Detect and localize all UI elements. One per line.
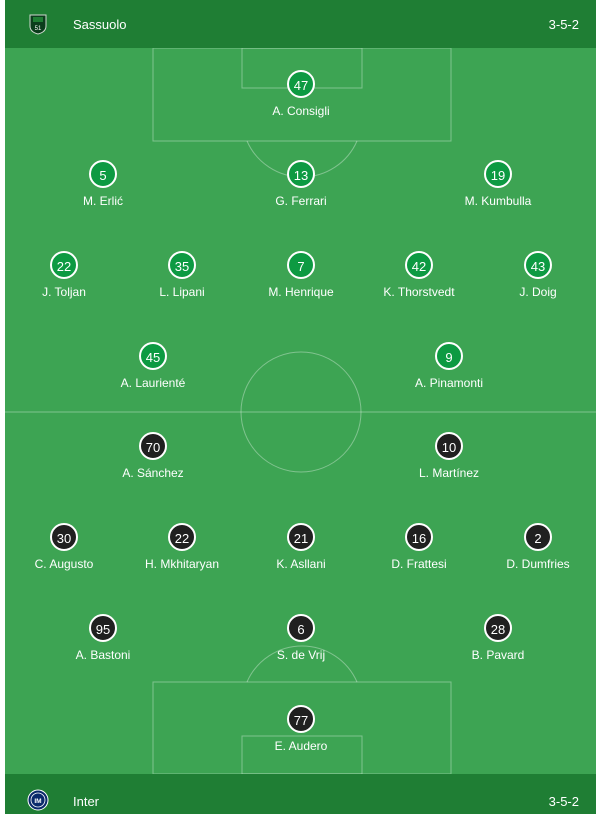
player-name: J. Toljan (42, 285, 86, 299)
player-number: 5 (89, 160, 117, 188)
home-player-midfielder[interactable]: 22 J. Toljan (4, 251, 124, 299)
player-number: 16 (405, 523, 433, 551)
home-player-forward[interactable]: 45 A. Laurienté (93, 342, 213, 390)
inter-crest-icon: IM (27, 789, 49, 811)
player-name: B. Pavard (471, 648, 525, 662)
away-player-forward[interactable]: 10 L. Martínez (389, 432, 509, 480)
home-player-midfielder[interactable]: 7 M. Henrique (241, 251, 361, 299)
svg-text:51: 51 (35, 26, 42, 32)
player-number: 70 (139, 432, 167, 460)
away-player-midfielder[interactable]: 2 D. Dumfries (478, 523, 598, 571)
player-name: A. Bastoni (75, 648, 131, 662)
home-player-defender[interactable]: 5 M. Erlić (43, 160, 163, 208)
player-name: M. Kumbulla (464, 194, 532, 208)
player-number: 6 (287, 614, 315, 642)
away-player-midfielder[interactable]: 22 H. Mkhitaryan (122, 523, 242, 571)
player-name: C. Augusto (34, 557, 94, 571)
home-team-header[interactable]: 51 Sassuolo 3-5-2 (5, 0, 596, 48)
away-player-midfielder[interactable]: 21 K. Asllani (241, 523, 361, 571)
home-formation: 3-5-2 (548, 17, 579, 32)
player-number: 77 (287, 705, 315, 733)
home-player-forward[interactable]: 9 A. Pinamonti (389, 342, 509, 390)
player-number: 30 (50, 523, 78, 551)
player-number: 47 (287, 70, 315, 98)
player-name: K. Asllani (276, 557, 326, 571)
away-team-name: Inter (73, 794, 100, 809)
home-player-defender[interactable]: 19 M. Kumbulla (438, 160, 558, 208)
player-name: J. Doig (519, 285, 557, 299)
player-name: A. Sánchez (122, 466, 184, 480)
player-name: E. Audero (274, 739, 328, 753)
away-formation: 3-5-2 (548, 794, 579, 809)
away-team-header[interactable]: IM Inter 3-5-2 (5, 774, 596, 814)
player-name: D. Dumfries (506, 557, 570, 571)
player-name: M. Henrique (268, 285, 334, 299)
player-number: 10 (435, 432, 463, 460)
player-name: L. Lipani (159, 285, 205, 299)
player-number: 9 (435, 342, 463, 370)
player-name: G. Ferrari (275, 194, 327, 208)
home-team-name: Sassuolo (73, 17, 127, 32)
player-number: 7 (287, 251, 315, 279)
away-player-midfielder[interactable]: 30 C. Augusto (4, 523, 124, 571)
player-name: M. Erlić (83, 194, 123, 208)
pitch-markings (5, 48, 596, 774)
sassuolo-crest-icon: 51 (29, 14, 47, 35)
away-player-defender[interactable]: 95 A. Bastoni (43, 614, 163, 662)
player-name: S. de Vrij (276, 648, 326, 662)
player-number: 43 (524, 251, 552, 279)
player-name: A. Consigli (272, 104, 330, 118)
player-name: L. Martínez (418, 466, 480, 480)
player-number: 95 (89, 614, 117, 642)
player-number: 28 (484, 614, 512, 642)
player-number: 13 (287, 160, 315, 188)
lineup-card: 51 Sassuolo 3-5-2 47 A. Consigli 5 M. E (5, 0, 596, 814)
home-player-goalkeeper[interactable]: 47 A. Consigli (241, 70, 361, 118)
home-player-midfielder[interactable]: 42 K. Thorstvedt (359, 251, 479, 299)
player-number: 2 (524, 523, 552, 551)
player-number: 22 (50, 251, 78, 279)
player-number: 35 (168, 251, 196, 279)
player-number: 21 (287, 523, 315, 551)
svg-text:IM: IM (34, 798, 41, 805)
away-player-forward[interactable]: 70 A. Sánchez (93, 432, 213, 480)
player-name: A. Laurienté (120, 376, 186, 390)
player-name: K. Thorstvedt (383, 285, 455, 299)
home-player-midfielder[interactable]: 43 J. Doig (478, 251, 598, 299)
player-number: 42 (405, 251, 433, 279)
player-name: D. Frattesi (391, 557, 447, 571)
player-name: H. Mkhitaryan (144, 557, 220, 571)
player-name: A. Pinamonti (414, 376, 484, 390)
away-player-defender[interactable]: 28 B. Pavard (438, 614, 558, 662)
pitch: 47 A. Consigli 5 M. Erlić 13 G. Ferrari … (5, 48, 596, 774)
player-number: 19 (484, 160, 512, 188)
player-number: 22 (168, 523, 196, 551)
home-player-midfielder[interactable]: 35 L. Lipani (122, 251, 242, 299)
away-player-goalkeeper[interactable]: 77 E. Audero (241, 705, 361, 753)
home-player-defender[interactable]: 13 G. Ferrari (241, 160, 361, 208)
away-player-defender[interactable]: 6 S. de Vrij (241, 614, 361, 662)
away-player-midfielder[interactable]: 16 D. Frattesi (359, 523, 479, 571)
player-number: 45 (139, 342, 167, 370)
